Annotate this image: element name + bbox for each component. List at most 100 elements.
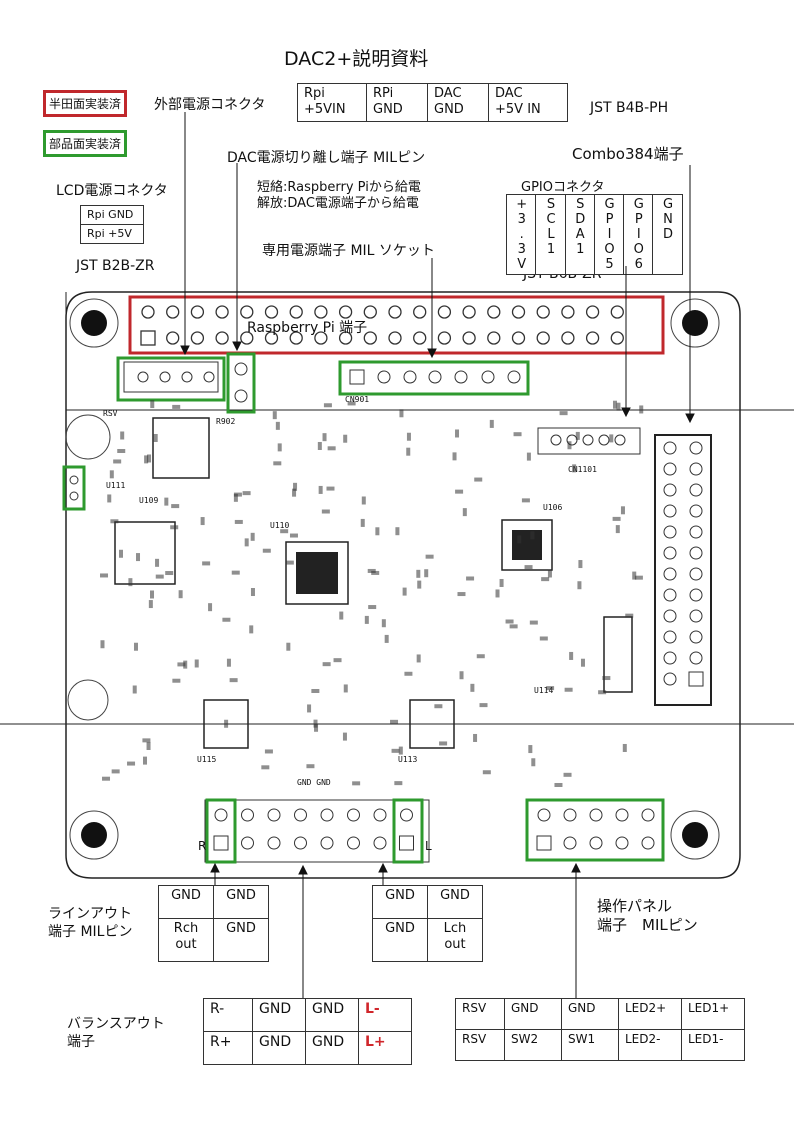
smd-part xyxy=(326,486,335,491)
smd-part xyxy=(546,686,555,691)
audio-pin xyxy=(373,808,387,822)
smd-part xyxy=(222,617,231,622)
smd-part xyxy=(404,671,413,676)
smd-part xyxy=(272,411,277,420)
smd-part xyxy=(364,615,369,624)
svg-text:U109: U109 xyxy=(139,496,158,505)
smd-part xyxy=(242,491,251,496)
smd-part xyxy=(311,688,320,693)
smd-part xyxy=(202,561,211,566)
smd-part xyxy=(424,569,429,578)
smd-part xyxy=(489,419,494,428)
smd-part xyxy=(634,575,643,580)
smd-part xyxy=(171,504,180,509)
smd-part xyxy=(425,554,434,559)
smd-part xyxy=(399,409,404,418)
lcd-power-label: LCD電源コネクタ xyxy=(56,183,168,199)
smd-part xyxy=(318,485,323,494)
smd-part xyxy=(559,411,568,416)
table-cell: RPi GND xyxy=(366,83,428,122)
smd-part xyxy=(178,590,183,599)
smd-part xyxy=(261,765,270,770)
smd-part xyxy=(136,553,141,562)
smd-part xyxy=(547,569,552,578)
smd-part xyxy=(615,525,620,534)
combo-pin xyxy=(663,588,677,602)
combo-pin xyxy=(689,630,703,644)
smd-part xyxy=(150,590,155,599)
smd-part xyxy=(434,704,443,709)
combo-pin xyxy=(689,609,703,623)
svg-text:R: R xyxy=(198,839,206,853)
panel-pin xyxy=(641,808,655,822)
table-cell: GND xyxy=(504,998,562,1030)
smd-part xyxy=(639,405,644,414)
smd-part xyxy=(286,642,291,651)
smd-part xyxy=(264,749,273,754)
table-cell: SCL1 xyxy=(535,194,566,275)
table-cell: DAC +5V IN xyxy=(488,83,568,122)
smd-part xyxy=(342,732,347,741)
header-pin xyxy=(141,305,155,319)
ext-power-label: 外部電源コネクタ xyxy=(154,97,266,113)
smd-part xyxy=(439,741,448,746)
combo-pin xyxy=(663,504,677,518)
header-pin xyxy=(610,305,624,319)
panel-pin xyxy=(563,808,577,822)
panel-pin xyxy=(537,808,551,822)
smd-part xyxy=(289,533,298,538)
svg-text:U114: U114 xyxy=(534,686,553,695)
header-pin xyxy=(338,331,353,345)
smd-part xyxy=(250,588,255,597)
smd-part xyxy=(416,569,421,578)
header-pin xyxy=(413,331,427,345)
smd-part xyxy=(127,761,136,766)
smd-part xyxy=(170,525,179,530)
smd-part xyxy=(616,402,621,411)
smd-part xyxy=(172,404,181,409)
smd-part xyxy=(144,455,149,464)
combo-pin xyxy=(663,567,677,581)
header-pin xyxy=(413,305,427,319)
power-connector-table: Rpi +5VIN RPi GND DAC GND DAC +5V IN xyxy=(297,83,568,122)
header-pin xyxy=(215,331,229,345)
audio-pin xyxy=(320,836,334,850)
smd-part xyxy=(452,452,457,461)
smd-part xyxy=(314,723,319,732)
smd-part xyxy=(620,506,625,515)
audio-pin xyxy=(347,836,360,850)
smd-part xyxy=(306,764,315,769)
smd-part xyxy=(317,441,322,450)
smd-part xyxy=(459,671,464,680)
smd-part xyxy=(479,703,488,708)
table-cell: GND xyxy=(158,885,214,919)
audio-pin xyxy=(241,808,254,822)
smd-part xyxy=(343,434,348,443)
smd-part xyxy=(513,432,522,437)
header-pin xyxy=(585,305,600,319)
smd-part xyxy=(539,636,548,641)
gpio-label: GPIOコネクタ xyxy=(521,180,605,195)
smd-part xyxy=(113,459,122,464)
smd-part xyxy=(622,743,627,752)
combo-pin xyxy=(663,546,677,560)
combo-pin xyxy=(663,525,677,539)
panel-pin xyxy=(563,836,577,850)
header-pin xyxy=(166,305,180,319)
svg-text:R902: R902 xyxy=(216,417,235,426)
smd-part xyxy=(495,589,500,598)
header-pin xyxy=(264,331,279,345)
smd-part xyxy=(155,574,164,579)
header-pin xyxy=(561,305,575,319)
smd-part xyxy=(293,482,298,491)
smd-part xyxy=(208,603,213,612)
table-cell: RSV xyxy=(455,998,505,1030)
smd-part xyxy=(313,719,318,728)
header-pin xyxy=(437,331,452,345)
audio-pin xyxy=(214,808,228,822)
combo-pin xyxy=(688,671,704,687)
smd-part xyxy=(128,578,133,587)
smd-part xyxy=(360,518,365,527)
smd-part xyxy=(277,443,282,452)
